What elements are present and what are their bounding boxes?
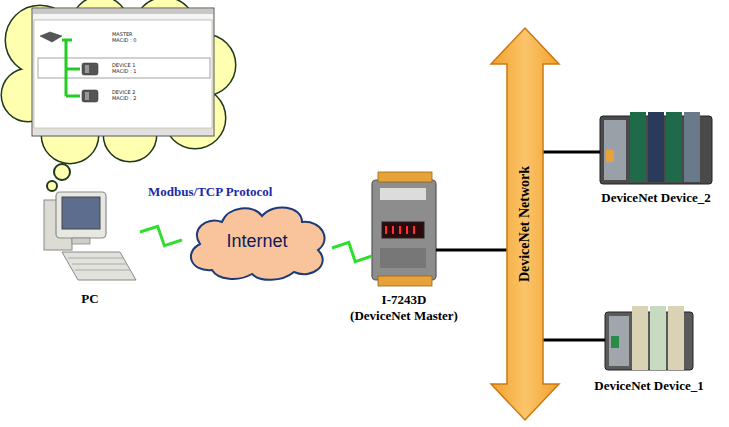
tree-label: MACID : 1: [112, 68, 137, 74]
lightning-stroke: [332, 242, 372, 261]
network-cable: [436, 250, 507, 251]
lightning-link: [332, 242, 372, 261]
cable-stroke: [543, 151, 600, 154]
device-rack: [605, 306, 693, 370]
node-label: PC: [81, 291, 98, 307]
node-label: (DeviceNet Master): [350, 308, 458, 324]
cloud-shape: [191, 207, 325, 279]
device-node: DeviceNet Device_2: [600, 112, 712, 184]
cable-stroke: [543, 339, 605, 342]
network-cable: [543, 152, 600, 153]
computer-node: PC: [40, 190, 140, 285]
cloud-label: Internet: [226, 231, 287, 252]
internet-cloud: Internet: [182, 200, 332, 282]
tree-label: DEVICE 1: [112, 62, 135, 68]
node-label: I-7243D: [350, 292, 458, 308]
double-arrow: [491, 28, 559, 420]
master-node: I-7243D(DeviceNet Master): [372, 172, 436, 286]
cable-stroke: [436, 249, 507, 252]
tree-label: DEVICE 2: [112, 89, 135, 95]
band-label: DeviceNet Network: [517, 166, 533, 282]
tree-label: MASTER: [112, 31, 133, 37]
tree-label: MACID : 0: [112, 37, 137, 43]
utility-window: [32, 8, 214, 136]
protocol-label: Modbus/TCP Protocol: [148, 184, 272, 200]
thought-bubble: [2, 0, 235, 191]
label-column: PC: [81, 291, 98, 307]
label-column: DeviceNet Device_1: [594, 378, 703, 394]
node-label: DeviceNet Device_1: [594, 378, 703, 394]
cloud-text-wrap: Internet: [182, 200, 332, 282]
label-column: I-7243D(DeviceNet Master): [350, 292, 458, 324]
band-text-wrap: DeviceNet Network: [507, 28, 543, 420]
lightning-link: [140, 226, 182, 245]
device-node: DeviceNet Device_1: [605, 306, 693, 370]
network-cable: [543, 340, 605, 341]
tree-label: MACID : 2: [112, 95, 137, 101]
master-module: [372, 172, 436, 286]
label-column: DeviceNet Device_2: [601, 190, 710, 206]
pc-icon: [44, 192, 136, 280]
lightning-stroke: [140, 226, 182, 245]
device-rack: [600, 112, 712, 184]
network-band: DeviceNet Network: [507, 28, 543, 420]
node-label: DeviceNet Device_2: [601, 190, 710, 206]
